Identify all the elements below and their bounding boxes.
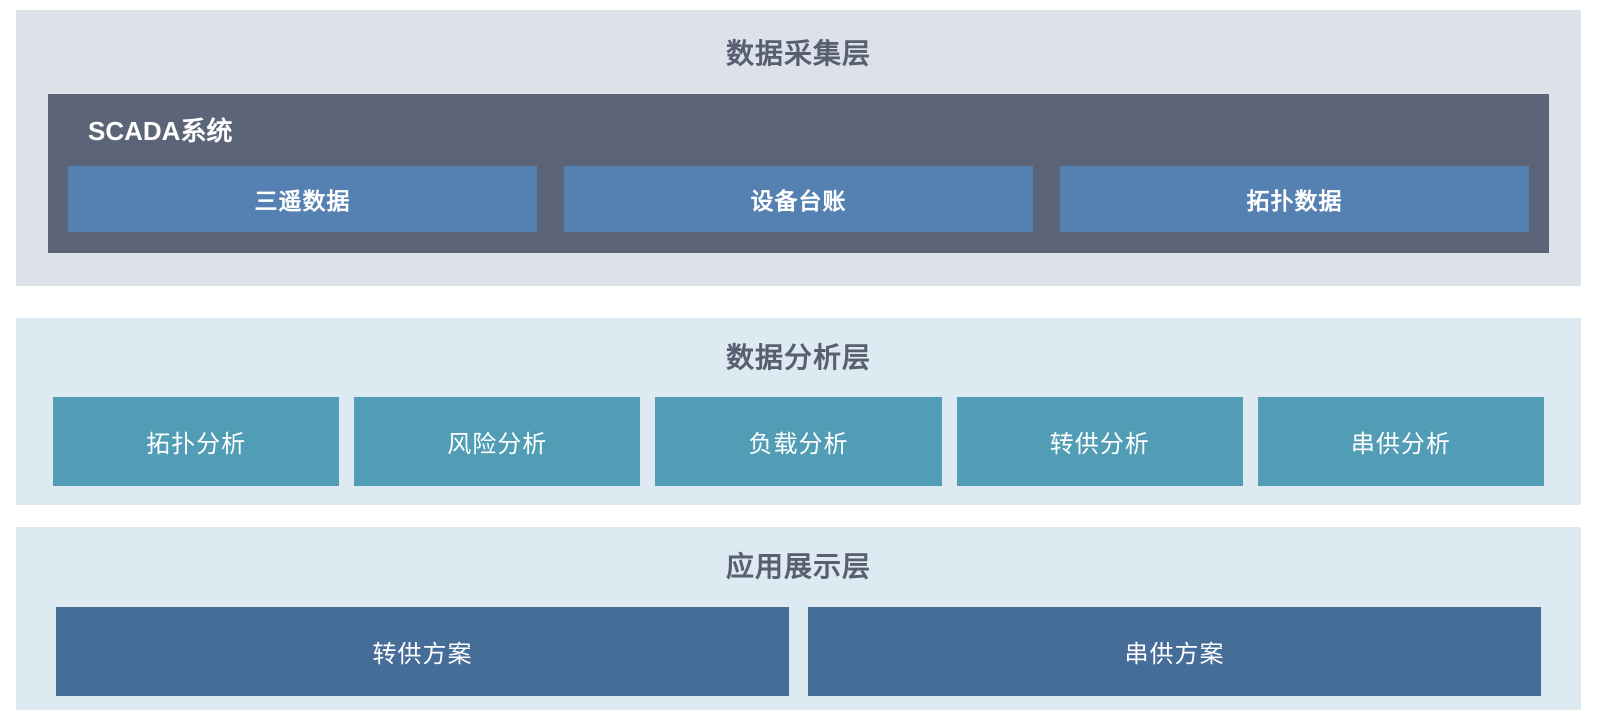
box-cascade-supply-analysis: 串供分析: [1257, 397, 1545, 486]
data-analysis-layer-title: 数据分析层: [725, 342, 871, 373]
data-collection-layer-title: 数据采集层: [725, 38, 871, 69]
box-load-analysis: 负载分析: [655, 397, 942, 486]
scada-container: SCADA系统 三遥数据 设备台账 拓扑数据: [48, 94, 1549, 253]
box-device-ledger: 设备台账: [564, 166, 1033, 232]
display-box-row: 转供方案 串供方案: [56, 607, 1541, 696]
box-transfer-supply-analysis: 转供分析: [956, 397, 1243, 486]
layer-data-collection: 数据采集层 SCADA系统 三遥数据 设备台账 拓扑数据: [16, 10, 1581, 286]
analysis-box-row: 拓扑分析 风险分析 负载分析 转供分析 串供分析: [53, 397, 1545, 486]
box-risk-analysis: 风险分析: [354, 397, 641, 486]
scada-box-row: 三遥数据 设备台账 拓扑数据: [68, 166, 1529, 232]
box-topology-data: 拓扑数据: [1060, 166, 1529, 232]
box-transfer-supply-plan: 转供方案: [56, 607, 789, 696]
box-cascade-supply-plan: 串供方案: [808, 607, 1541, 696]
application-display-layer-title: 应用展示层: [725, 551, 871, 582]
scada-system-label: SCADA系统: [88, 116, 233, 146]
layer-application-display: 应用展示层 转供方案 串供方案: [16, 527, 1581, 710]
box-topology-analysis: 拓扑分析: [53, 397, 340, 486]
box-three-remote-data: 三遥数据: [68, 166, 537, 232]
layer-data-analysis: 数据分析层 拓扑分析 风险分析 负载分析 转供分析 串供分析: [16, 318, 1581, 505]
